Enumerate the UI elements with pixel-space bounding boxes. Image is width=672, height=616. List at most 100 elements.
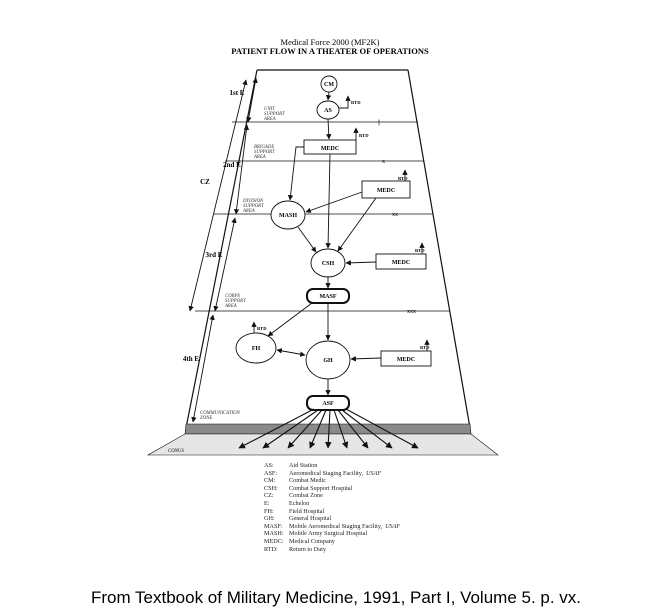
asf-node <box>306 395 350 411</box>
legend-row: E:Echelon <box>264 500 400 508</box>
combat-zone-label: CZ <box>200 178 210 186</box>
masf-label: MASF <box>320 294 337 300</box>
unit-area-label-2: SUPPORT <box>264 112 285 117</box>
legend-italic: USAF <box>366 469 382 477</box>
arrow-medccsh-csh <box>345 260 377 266</box>
brigade-boundary-mark: x <box>382 159 385 165</box>
legend-text: Combat Support Hospital <box>289 484 353 492</box>
legend-abbr: CM: <box>264 477 276 485</box>
legend-row: MASH: Mobile Army Surgical Hospital <box>264 530 400 538</box>
mash-label: MASH <box>279 213 297 219</box>
rtd-label-medc-csh: RTD <box>415 248 425 253</box>
base-band-top <box>184 423 472 435</box>
theater-right-edge <box>407 69 471 429</box>
legend-abbr: CZ: <box>264 492 274 500</box>
legend-abbr: RTD: <box>264 545 278 553</box>
legend-text: Mobile Aeromedical Staging Facility, <box>289 522 383 530</box>
evac-arrow-6 <box>333 409 349 449</box>
legend-row: MEDC: Medical Company <box>264 538 400 546</box>
legend-text: Field Hospital <box>289 507 325 515</box>
evac-arrow-7 <box>337 409 369 449</box>
csh-label: CSH <box>322 261 335 267</box>
arrow-cm-as <box>325 91 332 101</box>
division-area-label-2: SUPPORT <box>243 204 264 209</box>
legend-row: CSH: Combat Support Hospital <box>264 485 400 493</box>
legend-row: FH:Field Hospital <box>264 508 400 516</box>
legend-abbr: ASF: <box>264 469 278 477</box>
medc-label-brigade: MEDC <box>321 146 339 152</box>
legend-abbr: MASH: <box>264 530 284 538</box>
unit-area-label-3: AREA <box>263 117 276 122</box>
legend-row: GH: General Hospital <box>264 515 400 523</box>
legend-row: ASF: Aeromedical Staging Facility,USAF <box>264 470 400 478</box>
arrow-medc-mash <box>287 146 304 201</box>
echelon-3-label: 3rd E <box>206 251 223 259</box>
medc-label-gh: MEDC <box>397 357 415 363</box>
unit-boundary-mark: || <box>378 120 380 126</box>
mash-node <box>270 200 306 230</box>
legend-italic: USAF <box>385 522 401 530</box>
arrow-medcdiv-mash <box>305 191 363 213</box>
medc-node-gh <box>380 350 432 367</box>
brigade-area-label-1: BRIGADE <box>254 145 274 150</box>
rtd-label-fh: RTD <box>257 326 267 331</box>
legend-text: Aeromedical Staging Facility, <box>289 469 364 477</box>
unit-area-label-1: UNIT <box>264 107 275 112</box>
diagram-title: Medical Force 2000 (MF2K) <box>281 37 380 47</box>
echelon-4-label: 4th E <box>183 355 199 363</box>
brigade-area-label-3: AREA <box>253 155 266 160</box>
echelon-4-bracket <box>191 314 215 423</box>
arrow-mash-csh <box>297 226 317 253</box>
corps-boundary-mark: xxx <box>407 309 416 315</box>
rtd-label-medc: RTD <box>359 133 369 138</box>
fh-node <box>235 332 277 364</box>
legend-abbr: MEDC: <box>264 537 284 545</box>
medc-node-csh <box>375 253 427 270</box>
rtd-label-as: RTD <box>351 100 361 105</box>
fh-label: FH <box>252 346 261 352</box>
arrow-medc-csh <box>325 153 331 249</box>
diagram-subtitle: PATIENT FLOW IN A THEATER OF OPERATIONS <box>231 46 429 56</box>
legend-abbr: CSH: <box>264 484 278 492</box>
division-boundary-mark: xx <box>392 212 398 218</box>
legend-abbr: E: <box>264 499 270 507</box>
legend-abbr: MASF: <box>264 522 283 530</box>
evac-arrow-3 <box>287 409 323 449</box>
rtd-label-medc-gh: RTD <box>420 345 430 350</box>
legend-text: Medical Company <box>289 537 335 545</box>
gh-label: GH <box>323 358 333 364</box>
echelon-1-bracket <box>246 77 258 123</box>
arrow-fh-gh <box>276 348 306 357</box>
legend-abbr: GH: <box>264 515 275 523</box>
legend-text: Combat Zone <box>289 492 323 500</box>
evac-arrow-9 <box>345 408 419 449</box>
arrow-medcdiv-csh <box>337 197 377 252</box>
evac-arrow-8 <box>341 409 393 449</box>
medc-label-csh: MEDC <box>392 260 410 266</box>
legend-text: Mobile Army Surgical Hospital <box>289 530 368 538</box>
evac-arrow-4 <box>309 409 327 449</box>
evac-arrow-2 <box>262 409 319 449</box>
combat-zone-bracket <box>188 79 248 312</box>
arrow-masf-fh <box>267 302 313 337</box>
evac-arrow-5 <box>325 409 332 449</box>
legend-text: Return to Duty <box>289 545 327 553</box>
theater-left-edge <box>185 69 258 429</box>
legend-row: AS:Aid Station <box>264 462 400 470</box>
legend-row: MASF: Mobile Aeromedical Staging Facility… <box>264 523 400 531</box>
arrow-medcgh-gh <box>350 356 382 362</box>
division-area-label-3: AREA <box>242 209 255 214</box>
legend-text: Aid Station <box>289 462 318 469</box>
rtd-label-medc-div: RTD <box>398 176 408 181</box>
legend-text: General Hospital <box>289 515 332 523</box>
arrow-as-medc <box>326 118 332 140</box>
as-label: AS <box>324 108 332 114</box>
medc-label-division: MEDC <box>377 188 395 194</box>
cm-label: CM <box>324 82 334 88</box>
brigade-area-label-2: SUPPORT <box>254 150 275 155</box>
legend-row: CM:Combat Medic <box>264 477 400 485</box>
comm-zone-label-2: ZONE <box>200 416 212 421</box>
